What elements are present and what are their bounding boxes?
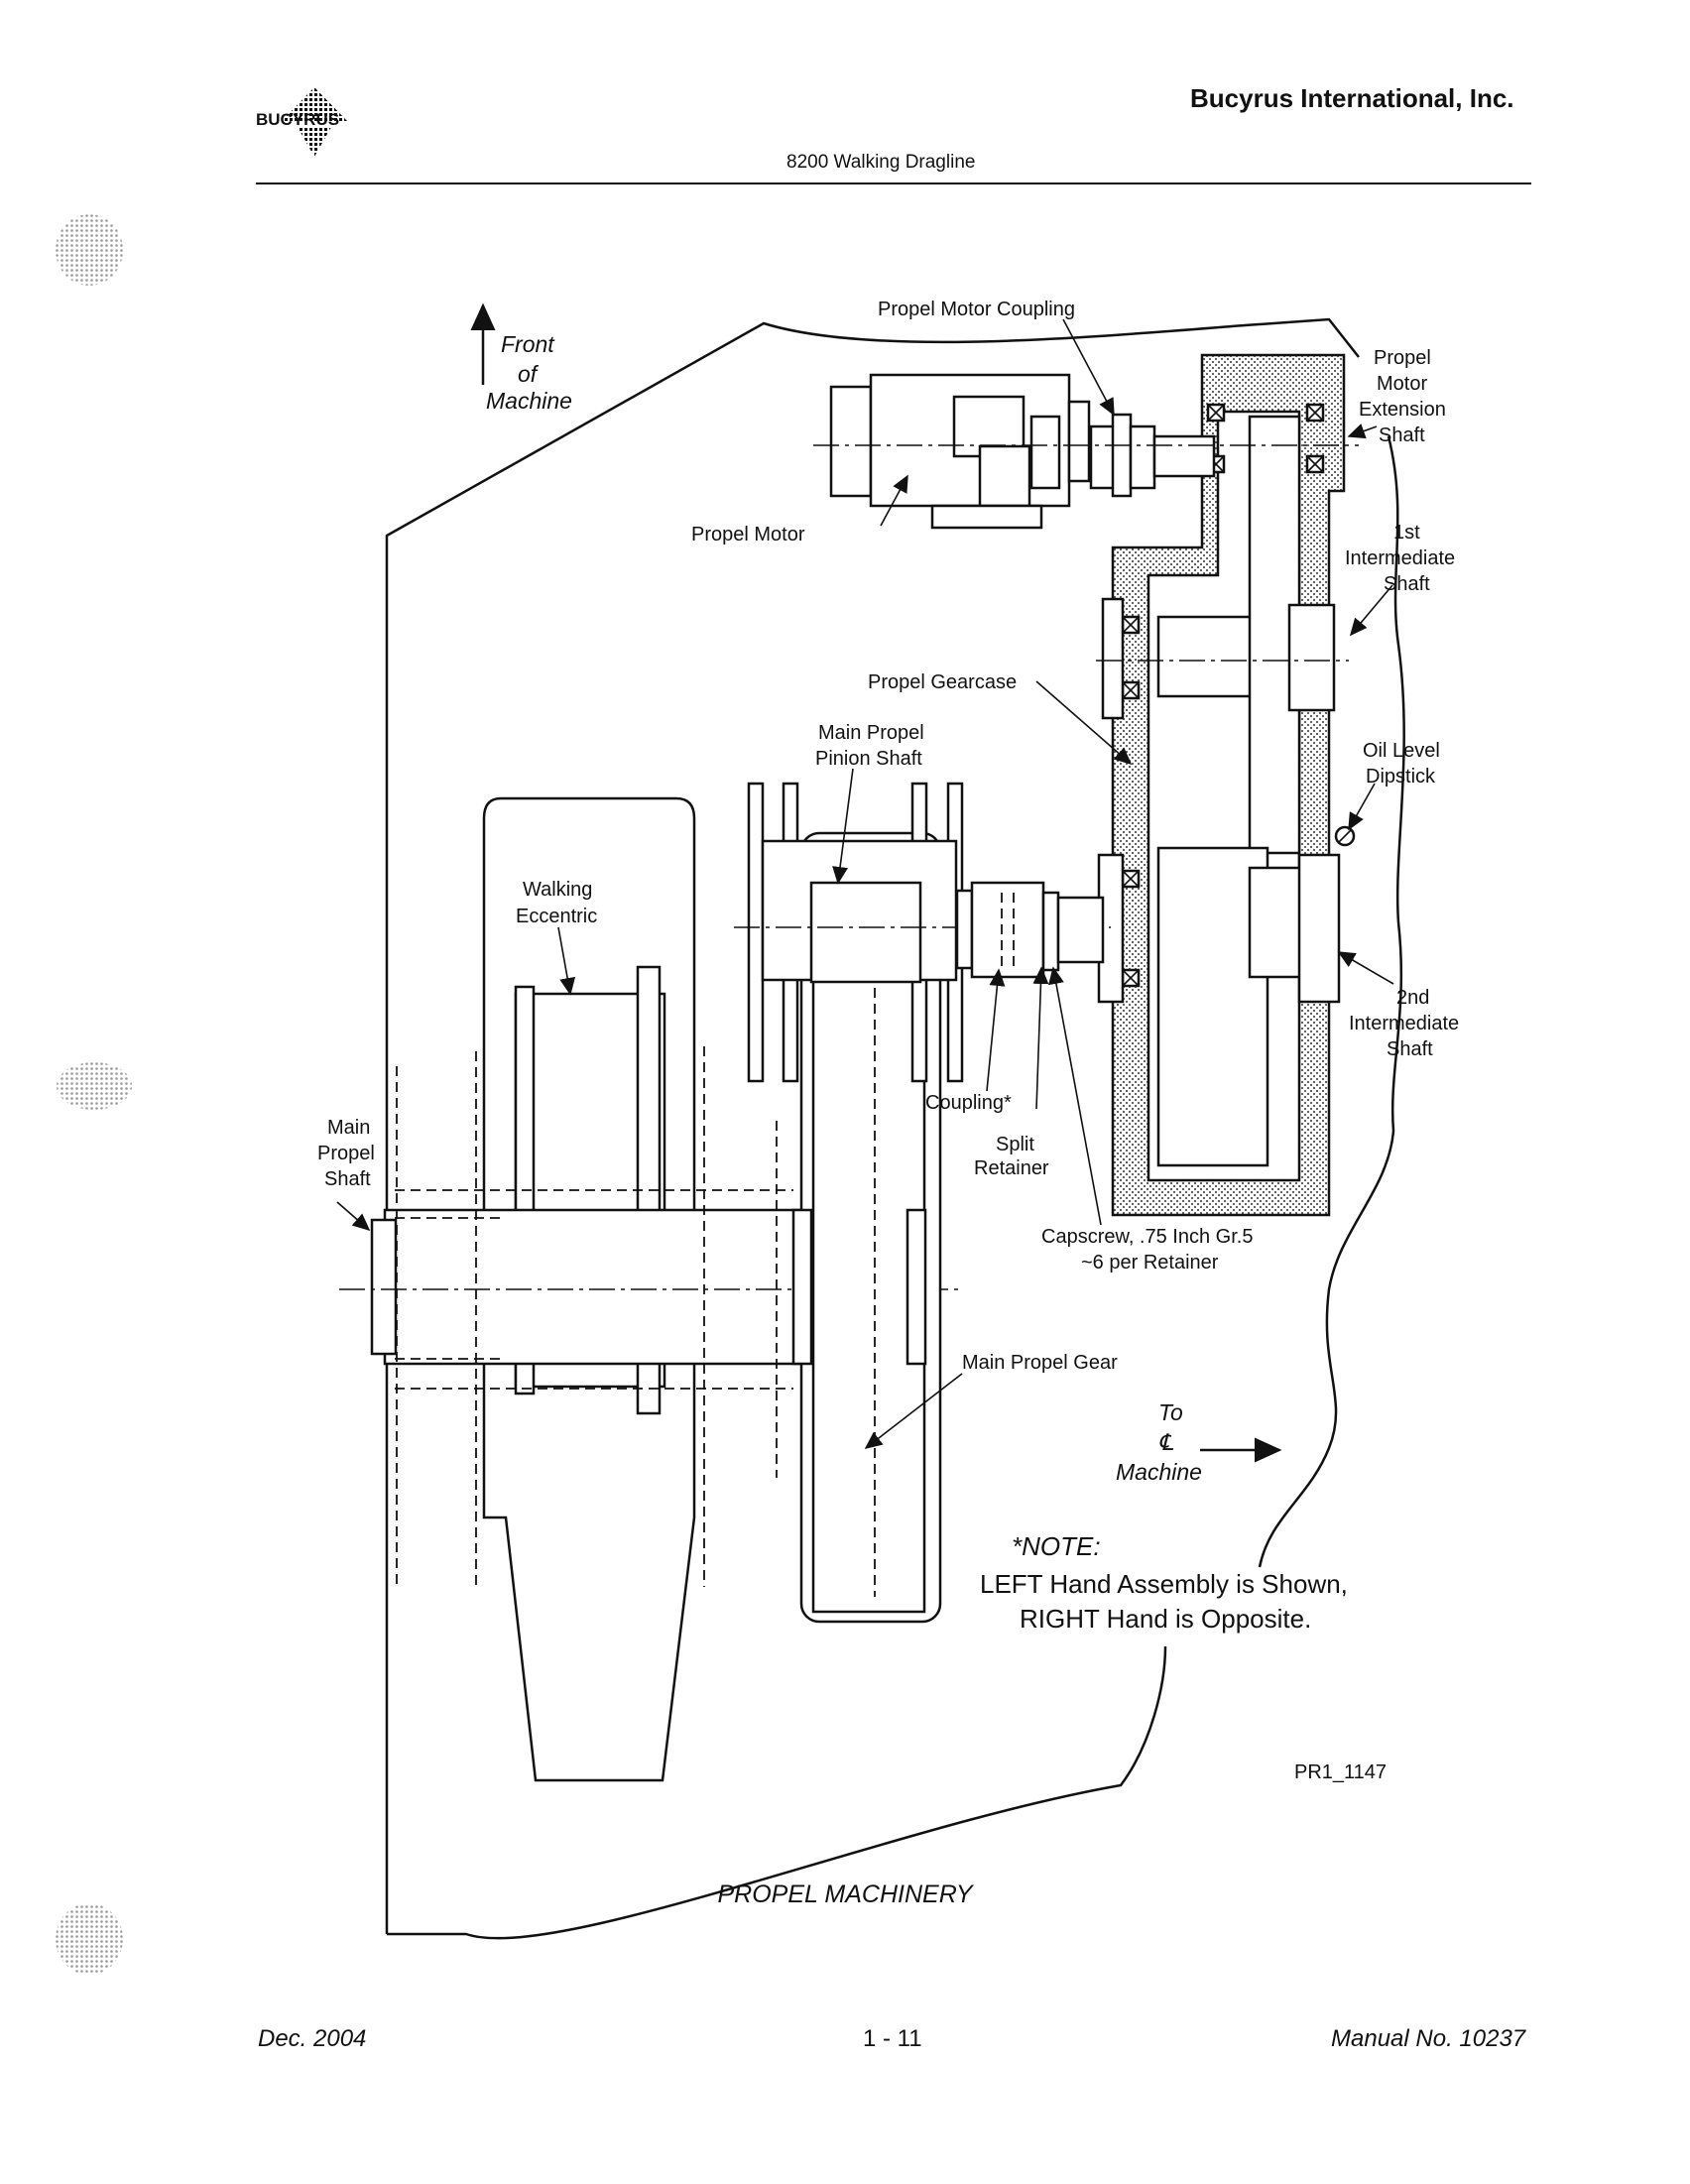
propel-motor [829, 373, 1091, 530]
frame-outline-right [1258, 435, 1405, 1568]
note-title: *NOTE: [1012, 1531, 1101, 1561]
note-line-2: RIGHT Hand is Opposite. [1020, 1604, 1311, 1634]
label-main-shaft-2: Propel [317, 1143, 375, 1164]
label-second-int-1: 2nd [1396, 987, 1429, 1009]
main-propel-shaft-body [383, 1208, 823, 1366]
bucyrus-logo: BUCYRUS [256, 87, 349, 157]
label-first-int-1: 1st [1393, 522, 1420, 544]
main-propel-shaft-end-flange [370, 1218, 398, 1356]
label-ext-shaft-3: Extension [1359, 399, 1446, 421]
label-ext-shaft-4: Shaft [1379, 425, 1425, 446]
gear-hub-left [791, 1208, 813, 1366]
label-second-int-2: Intermediate [1349, 1013, 1459, 1034]
label-front-1: Front [501, 331, 555, 357]
svg-text:BUCYRUS: BUCYRUS [256, 110, 339, 129]
label-propel-gearcase: Propel Gearcase [868, 671, 1017, 693]
label-capscrew-2: ~6 per Retainer [1081, 1252, 1219, 1274]
label-front-2: of [518, 361, 540, 387]
company-name: Bucyrus International, Inc. [1190, 83, 1514, 113]
header-rule [256, 182, 1531, 184]
label-to-3: Machine [1116, 1459, 1202, 1485]
label-second-int-3: Shaft [1387, 1038, 1433, 1060]
punch-hole-mark [57, 1062, 132, 1110]
label-ext-shaft-1: Propel [1374, 347, 1431, 369]
label-capscrew-1: Capscrew, .75 Inch Gr.5 [1041, 1226, 1253, 1248]
footer-date: Dec. 2004 [258, 2025, 367, 2052]
first-int-right-cap [1287, 603, 1336, 712]
label-eccentric-1: Walking [523, 879, 592, 901]
note-line-1: LEFT Hand Assembly is Shown, [980, 1569, 1348, 1599]
label-main-shaft-3: Shaft [324, 1168, 371, 1190]
label-main-propel-gear: Main Propel Gear [962, 1352, 1118, 1374]
frame-outline [385, 317, 1360, 1934]
label-first-int-3: Shaft [1384, 573, 1430, 595]
frame-outline-bottom [387, 1645, 1167, 1940]
footer-page-number: 1 - 11 [863, 2025, 922, 2052]
label-to-1: To [1158, 1399, 1183, 1425]
main-propel-pinion-shaft [747, 782, 964, 1083]
leader-lines [336, 318, 1394, 1463]
punch-hole-mark [56, 214, 123, 286]
punch-hole-mark [56, 1903, 123, 1975]
label-main-shaft-1: Main [327, 1117, 370, 1139]
label-propel-motor-coupling: Propel Motor Coupling [878, 299, 1075, 320]
walking-eccentric-outline [482, 796, 696, 1782]
label-pinion-1: Main Propel [818, 722, 924, 744]
document-subtitle: 8200 Walking Dragline [786, 152, 976, 173]
label-eccentric-2: Eccentric [516, 906, 597, 927]
label-dipstick-2: Dipstick [1366, 766, 1436, 788]
figure-caption: PROPEL MACHINERY [717, 1881, 973, 1908]
label-coupling: Coupling* [925, 1092, 1012, 1114]
first-int-left-cap [1101, 597, 1125, 720]
propel-motor-coupling [1089, 413, 1216, 498]
second-int-right-cap [1297, 853, 1341, 1004]
gear-hub-right [905, 1208, 927, 1366]
footer-manual-number: Manual No. 10237 [1331, 2025, 1526, 2052]
label-front-3: Machine [486, 388, 572, 414]
label-to-2: ℄ [1158, 1429, 1174, 1455]
figure-id: PR1_1147 [1294, 1761, 1387, 1783]
label-first-int-2: Intermediate [1345, 547, 1455, 569]
label-pinion-2: Pinion Shaft [815, 748, 922, 770]
label-split-1: Split [996, 1134, 1034, 1155]
label-propel-motor: Propel Motor [691, 524, 805, 546]
label-ext-shaft-2: Motor [1377, 373, 1427, 395]
label-split-2: Retainer [974, 1157, 1049, 1179]
coupling [955, 881, 1105, 979]
label-dipstick-1: Oil Level [1363, 740, 1440, 762]
